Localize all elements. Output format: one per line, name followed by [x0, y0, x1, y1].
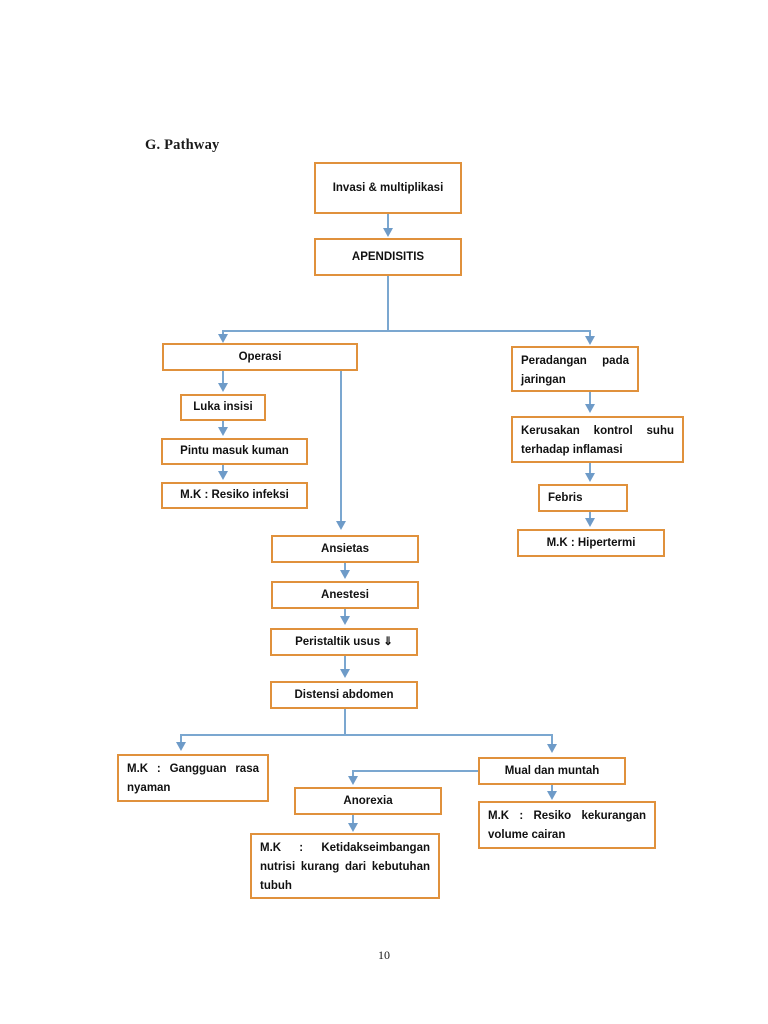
- edge-operasi-ansietas: [340, 371, 342, 523]
- edge-distensi-down: [344, 709, 346, 735]
- arrowhead-febris: [585, 473, 595, 482]
- edge-bus-operasi: [222, 330, 224, 336]
- node-label: Pintu masuk kuman: [180, 445, 289, 457]
- edge-mual-cairan: [551, 785, 553, 795]
- node-label: Anestesi: [321, 588, 369, 601]
- node-label: M.K : Resiko kekurangan volume cairan: [488, 810, 646, 841]
- edge-apendisitis-down: [387, 276, 389, 331]
- edge-anorexia-nutrisi: [352, 815, 354, 827]
- node-label: Mual dan muntah: [504, 764, 600, 777]
- page-number: 10: [378, 948, 390, 962]
- node-label: Ansietas: [321, 542, 369, 555]
- node-label: M.K : Resiko infeksi: [180, 489, 289, 501]
- node-operasi[interactable]: Operasi: [162, 343, 358, 371]
- node-febris[interactable]: Febris: [538, 484, 628, 512]
- arrowhead-kerusakan: [585, 404, 595, 413]
- arrowhead-invasi-apendisitis: [383, 228, 393, 237]
- arrowhead-operasi: [218, 334, 228, 343]
- node-label: M.K : Ketidakseimbangan nutrisi kurang d…: [260, 842, 430, 892]
- edge-pintu-infeksi: [222, 465, 224, 474]
- edge-split-bus: [222, 330, 590, 332]
- node-label: Invasi & multiplikasi: [332, 181, 444, 194]
- edge-luka-pintu: [222, 421, 224, 430]
- arrowhead-mk-nyaman: [176, 742, 186, 751]
- edge-peradangan-kerusakan: [589, 392, 591, 406]
- arrowhead-peristaltik: [340, 616, 350, 625]
- edge-kerusakan-febris: [589, 463, 591, 476]
- node-mk-gangguan-rasa-nyaman[interactable]: M.K : Gangguan rasa nyaman: [117, 754, 269, 802]
- node-mk-hipertermi[interactable]: M.K : Hipertermi: [517, 529, 665, 557]
- node-peradangan[interactable]: Peradangan pada jaringan: [511, 346, 639, 392]
- edge-anestesi-peristaltik: [344, 609, 346, 619]
- node-anestesi[interactable]: Anestesi: [271, 581, 419, 609]
- node-kerusakan-kontrol-suhu[interactable]: Kerusakan kontrol suhu terhadap inflamas…: [511, 416, 684, 463]
- arrowhead-mk-cairan: [547, 791, 557, 800]
- arrowhead-ansietas: [336, 521, 346, 530]
- node-label: Febris: [548, 491, 583, 504]
- arrowhead-distensi: [340, 669, 350, 678]
- edge-bus-mual: [551, 734, 553, 746]
- edge-bus-nyaman: [180, 734, 182, 744]
- node-label: M.K : Hipertermi: [546, 536, 636, 549]
- arrowhead-mk-hipertermi: [585, 518, 595, 527]
- node-label: APENDISITIS: [351, 250, 425, 263]
- arrowhead-mk-nutrisi: [348, 823, 358, 832]
- node-ansietas[interactable]: Ansietas: [271, 535, 419, 563]
- node-mual-dan-muntah[interactable]: Mual dan muntah: [478, 757, 626, 785]
- edge-ansietas-anestesi: [344, 563, 346, 573]
- edge-bottom-bus: [180, 734, 552, 736]
- node-invasi[interactable]: Invasi & multiplikasi: [314, 162, 462, 214]
- node-luka-insisi[interactable]: Luka insisi: [180, 394, 266, 421]
- node-mk-resiko-kekurangan-volume-cairan[interactable]: M.K : Resiko kekurangan volume cairan: [478, 801, 656, 849]
- arrowhead-mual: [547, 744, 557, 753]
- edge-peristaltik-distensi: [344, 656, 346, 672]
- arrowhead-anestesi: [340, 570, 350, 579]
- node-mk-ketidakseimbangan-nutrisi[interactable]: M.K : Ketidakseimbangan nutrisi kurang d…: [250, 833, 440, 899]
- node-label: Operasi: [238, 350, 282, 363]
- node-label: Anorexia: [343, 794, 393, 807]
- node-label: Luka insisi: [193, 401, 253, 413]
- edge-operasi-luka: [222, 371, 224, 384]
- arrowhead-anorexia: [348, 776, 358, 785]
- node-label: Kerusakan kontrol suhu terhadap inflamas…: [521, 425, 674, 456]
- node-anorexia[interactable]: Anorexia: [294, 787, 442, 815]
- edge-bus-peradangan: [589, 330, 591, 338]
- node-label: Peristaltik usus ⇓: [295, 635, 393, 648]
- node-mk-resiko-infeksi[interactable]: M.K : Resiko infeksi: [161, 482, 308, 509]
- arrowhead-peradangan: [585, 336, 595, 345]
- arrowhead-pintu: [218, 427, 228, 436]
- node-label: M.K : Gangguan rasa nyaman: [127, 763, 259, 794]
- node-pintu-masuk-kuman[interactable]: Pintu masuk kuman: [161, 438, 308, 465]
- edge-mual-to-anorexia-horizontal: [352, 770, 478, 772]
- edge-febris-hipertermi: [589, 512, 591, 522]
- page-title: G. Pathway: [145, 137, 220, 153]
- node-peristaltik-usus[interactable]: Peristaltik usus ⇓: [270, 628, 418, 656]
- arrowhead-luka: [218, 383, 228, 392]
- node-label: Distensi abdomen: [294, 688, 394, 701]
- node-distensi-abdomen[interactable]: Distensi abdomen: [270, 681, 418, 709]
- edge-invasi-apendisitis: [387, 214, 389, 230]
- arrowhead-mk-infeksi: [218, 471, 228, 480]
- node-apendisitis[interactable]: APENDISITIS: [314, 238, 462, 276]
- node-label: Peradangan pada jaringan: [521, 355, 629, 386]
- edge-mual-to-anorexia-vertical: [352, 770, 354, 780]
